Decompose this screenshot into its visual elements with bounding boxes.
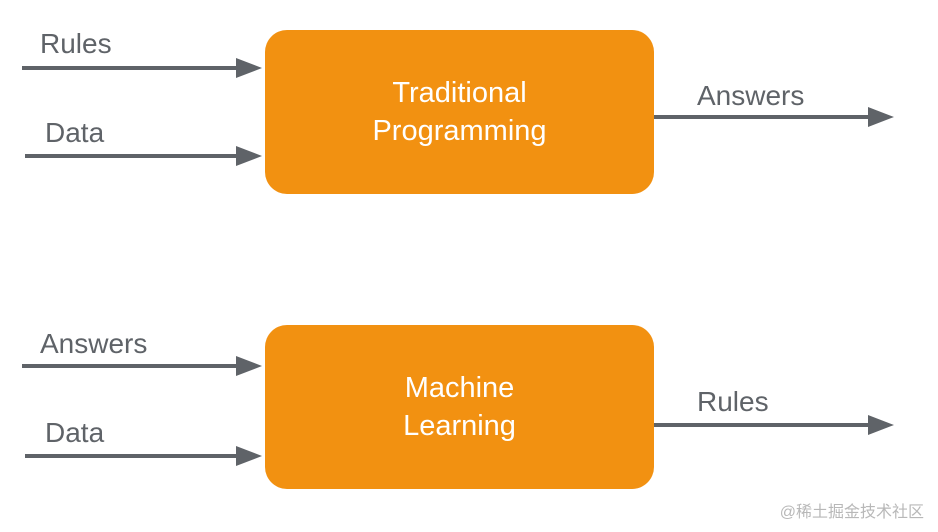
bottom-box-line2: Learning [403,410,516,442]
top-output-arrow [654,107,894,127]
top-input2-label: Data [45,117,105,148]
bottom-input1-label: Answers [40,328,148,359]
top-box-line2: Programming [372,115,547,147]
bottom-input2-label: Data [45,417,105,448]
top-input1-label: Rules [40,28,112,59]
bottom-output-label: Rules [697,386,769,417]
watermark-text: @稀土掘金技术社区 [779,504,924,521]
top-box-line1: Traditional [392,77,527,109]
bottom-output-arrow [654,415,894,435]
bottom-input1-arrow [22,356,262,376]
top-input1-arrow [22,58,262,78]
bottom-input2-arrow [25,446,262,466]
traditional-programming-box: Traditional Programming [265,30,654,194]
top-input2-arrow [25,146,262,166]
bottom-box-line1: Machine [404,372,515,404]
machine-learning-box: Machine Learning [265,325,654,489]
top-output-label: Answers [697,80,805,111]
